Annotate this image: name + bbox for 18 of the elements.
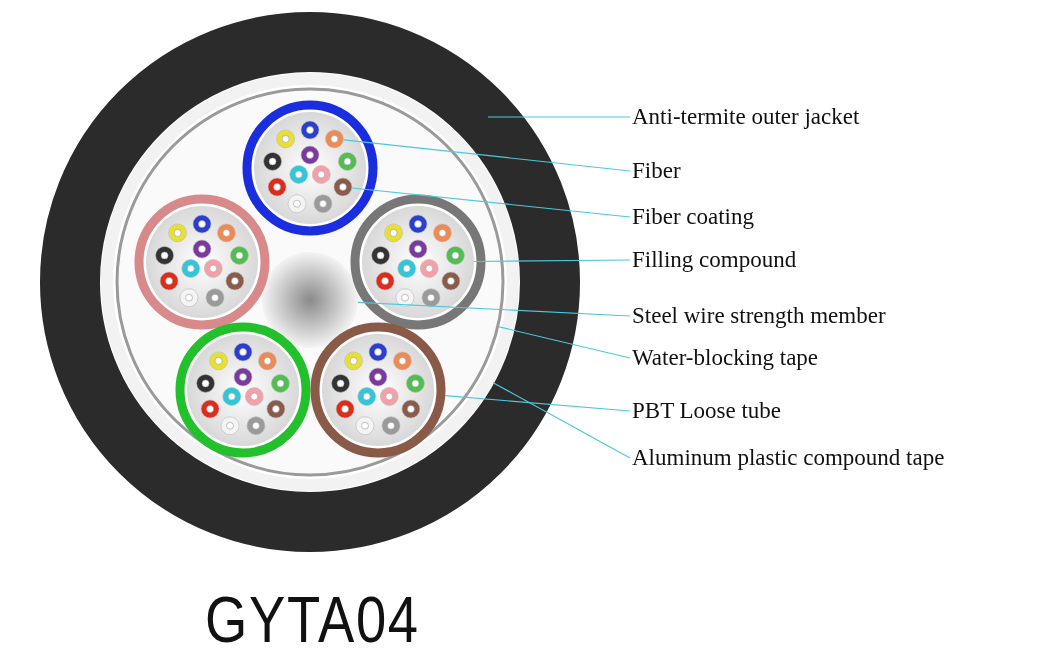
- leader-line: [351, 187, 631, 218]
- leader-line: [343, 139, 631, 172]
- leader-line: [357, 301, 631, 317]
- part-label: Aluminum plastic compound tape: [632, 444, 945, 472]
- part-label: Steel wire strength member: [632, 302, 886, 330]
- leader-line: [492, 382, 631, 459]
- part-label: Anti-termite outer jacket: [632, 103, 860, 131]
- leader-line: [444, 395, 631, 412]
- leader-line: [473, 259, 631, 263]
- leader-line: [498, 326, 631, 359]
- outer-jacket: [40, 12, 580, 552]
- leader-line: [487, 116, 631, 118]
- part-label: Fiber coating: [632, 203, 754, 231]
- part-label: Water-blocking tape: [632, 344, 819, 372]
- part-label: PBT Loose tube: [632, 397, 782, 425]
- part-label: Fiber: [632, 157, 681, 185]
- part-label: Filling compound: [632, 246, 797, 274]
- model-title: GYTA04: [205, 583, 420, 658]
